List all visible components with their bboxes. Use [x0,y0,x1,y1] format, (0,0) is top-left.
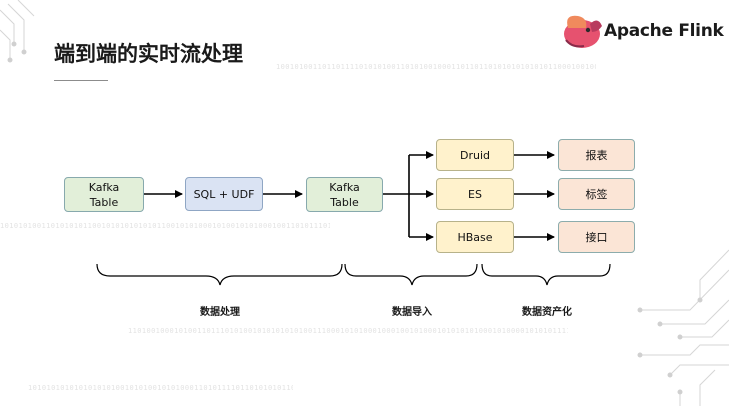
brace-asset [481,263,611,286]
brace-processing [96,263,343,286]
node-druid: Druid [436,139,514,171]
group-label-import: 数据导入 [392,307,432,318]
node-kafka-table-sink: Kafka Table [306,177,383,212]
node-report: 报表 [558,139,635,171]
node-kafka-table-source: Kafka Table [64,177,144,212]
group-label-processing: 数据处理 [200,307,240,318]
node-tag: 标签 [558,178,635,210]
brace-import [344,263,478,286]
node-sql-udf: SQL + UDF [185,177,263,211]
node-hbase: HBase [436,221,514,253]
group-label-asset: 数据资产化 [522,307,572,318]
binary-pattern-1: 1001010011011011110101010011010100100011… [276,63,596,71]
flink-squirrel-logo-icon [564,15,602,48]
node-es: ES [436,178,514,210]
binary-pattern-4: 1010101010101010101001010100101010001101… [28,384,293,392]
page-title: 端到端的实时流处理 [54,42,243,66]
title-underline [54,80,108,81]
brand-name: Apache Flink [604,21,724,41]
binary-pattern-3: 1101001000101001101110101001010101010100… [128,327,568,335]
node-interface: 接口 [558,221,635,253]
binary-pattern-2: 1010101001101010101100101010101010110010… [0,222,330,230]
